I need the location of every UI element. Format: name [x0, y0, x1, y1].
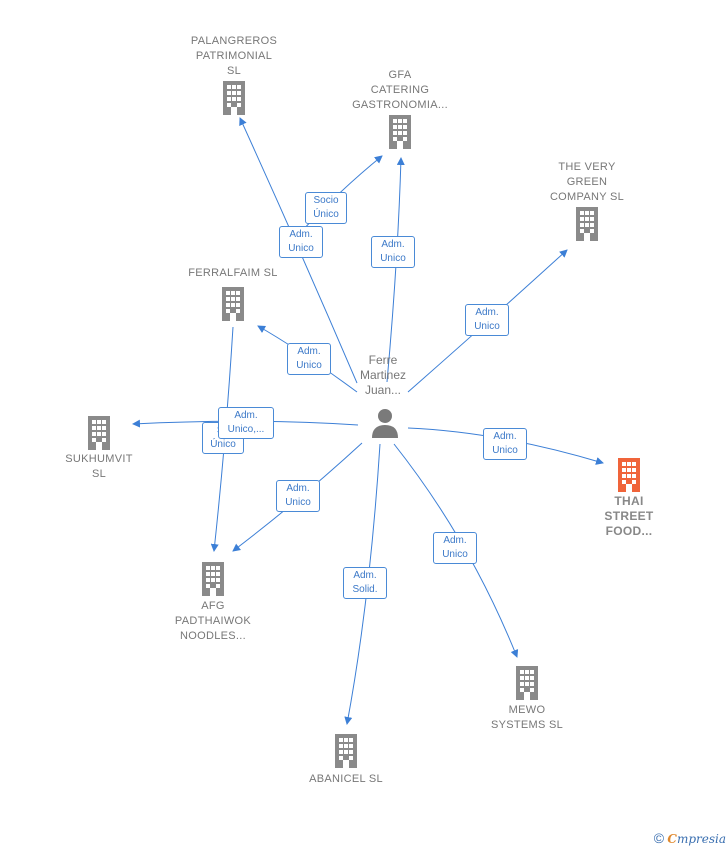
building-icon — [618, 458, 640, 492]
company-ferralfaim[interactable]: FERRALFAIM SL — [173, 266, 293, 321]
company-label: ABANICEL SL — [309, 773, 383, 785]
company-label: THAI STREET FOOD... — [604, 494, 654, 538]
company-very-green[interactable]: THE VERY GREEN COMPANY SL — [527, 160, 647, 241]
edge-label-adm-gfa[interactable]: Adm. Unico — [371, 236, 415, 268]
company-label: PALANGREROS PATRIMONIAL SL — [190, 35, 278, 77]
edge-label-adm-sukhumvit[interactable]: Adm. Unico,... — [218, 407, 274, 439]
company-label: AFG PADTHAIWOK NOODLES... — [174, 600, 252, 642]
copyright-symbol: © — [653, 830, 665, 846]
brand-logo-text: mpresia — [676, 832, 726, 846]
building-icon — [222, 287, 244, 321]
person-icon[interactable] — [370, 407, 400, 439]
edge-label-adm-afg[interactable]: Adm. Unico — [276, 480, 320, 512]
person-name[interactable]: Ferre Martinez Juan... — [359, 353, 406, 397]
edge-label-adm-solid-abanicel[interactable]: Adm. Solid. — [343, 567, 387, 599]
edge-label-adm-palangreros[interactable]: Adm. Unico — [279, 226, 323, 258]
building-icon — [202, 562, 224, 596]
edge-gfa — [386, 157, 405, 383]
edge-label-adm-very-green[interactable]: Adm. Unico — [465, 304, 509, 336]
edge-label-adm-mewo[interactable]: Adm. Unico — [433, 532, 477, 564]
company-label: THE VERY GREEN COMPANY SL — [549, 161, 625, 203]
building-icon — [389, 115, 411, 149]
company-palangreros[interactable]: PALANGREROS PATRIMONIAL SL — [174, 34, 294, 115]
company-gfa[interactable]: GFA CATERING GASTRONOMIA... — [340, 68, 460, 149]
company-afg[interactable]: AFG PADTHAIWOK NOODLES... — [153, 560, 273, 644]
company-label: GFA CATERING GASTRONOMIA... — [352, 69, 448, 111]
edge-label-adm-ferralfaim[interactable]: Adm. Unico — [287, 343, 331, 375]
building-icon — [335, 734, 357, 768]
company-label: FERRALFAIM SL — [188, 267, 278, 279]
edge-label-socio-unico-gfa[interactable]: Socio Único — [305, 192, 347, 224]
company-mewo[interactable]: MEWO SYSTEMS SL — [467, 664, 587, 733]
company-abanicel[interactable]: ABANICEL SL — [286, 732, 406, 787]
edge-label-adm-thai[interactable]: Adm. Unico — [483, 428, 527, 460]
company-thai-street-food[interactable]: THAI STREET FOOD... — [569, 456, 689, 539]
building-icon — [576, 207, 598, 241]
brand-logo-initial: C — [667, 832, 677, 846]
building-icon — [223, 81, 245, 115]
company-label: SUKHUMVIT SL — [65, 453, 133, 480]
building-icon — [516, 666, 538, 700]
company-label: MEWO SYSTEMS SL — [490, 704, 564, 731]
brand-footer[interactable]: © Cmpresia — [654, 830, 726, 846]
building-icon — [88, 416, 110, 450]
company-sukhumvit[interactable]: SUKHUMVIT SL — [39, 414, 159, 482]
